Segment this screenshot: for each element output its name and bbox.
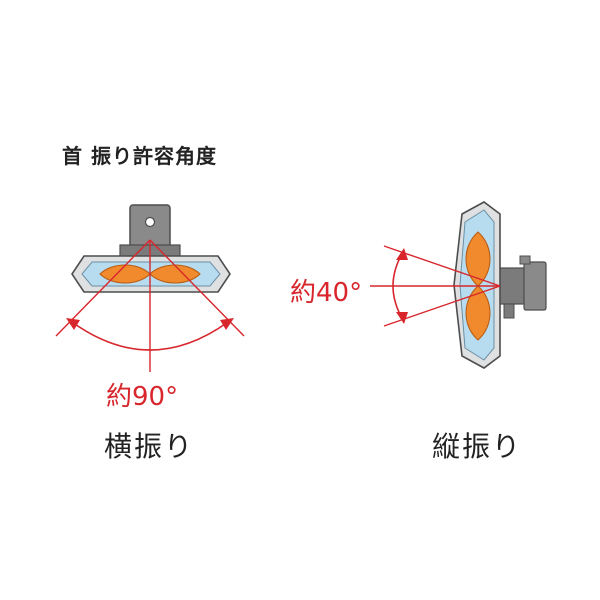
vertical-bulb-bottom xyxy=(465,285,491,341)
horizontal-angle-label: 約90° xyxy=(106,382,179,412)
bracket-hole xyxy=(144,216,156,228)
vertical-lamp xyxy=(370,201,547,369)
vertical-arrow-top xyxy=(396,248,408,260)
diagram-title: 首 振り許容角度 xyxy=(62,144,217,168)
horizontal-angle-arc xyxy=(71,321,229,351)
vertical-bracket-bottom xyxy=(503,303,515,319)
horizontal-swing-caption: 横振り xyxy=(104,430,195,463)
vertical-bracket-top xyxy=(519,255,531,265)
horizontal-lamp xyxy=(55,204,245,372)
vertical-swing-caption: 縦振り xyxy=(432,430,523,463)
vertical-angle-label: 約40° xyxy=(290,278,363,308)
horizontal-arrow-left xyxy=(66,318,80,330)
horizontal-arrow-right xyxy=(220,318,234,330)
vertical-arrow-bottom xyxy=(396,312,408,324)
vertical-bracket-plate xyxy=(523,261,547,311)
